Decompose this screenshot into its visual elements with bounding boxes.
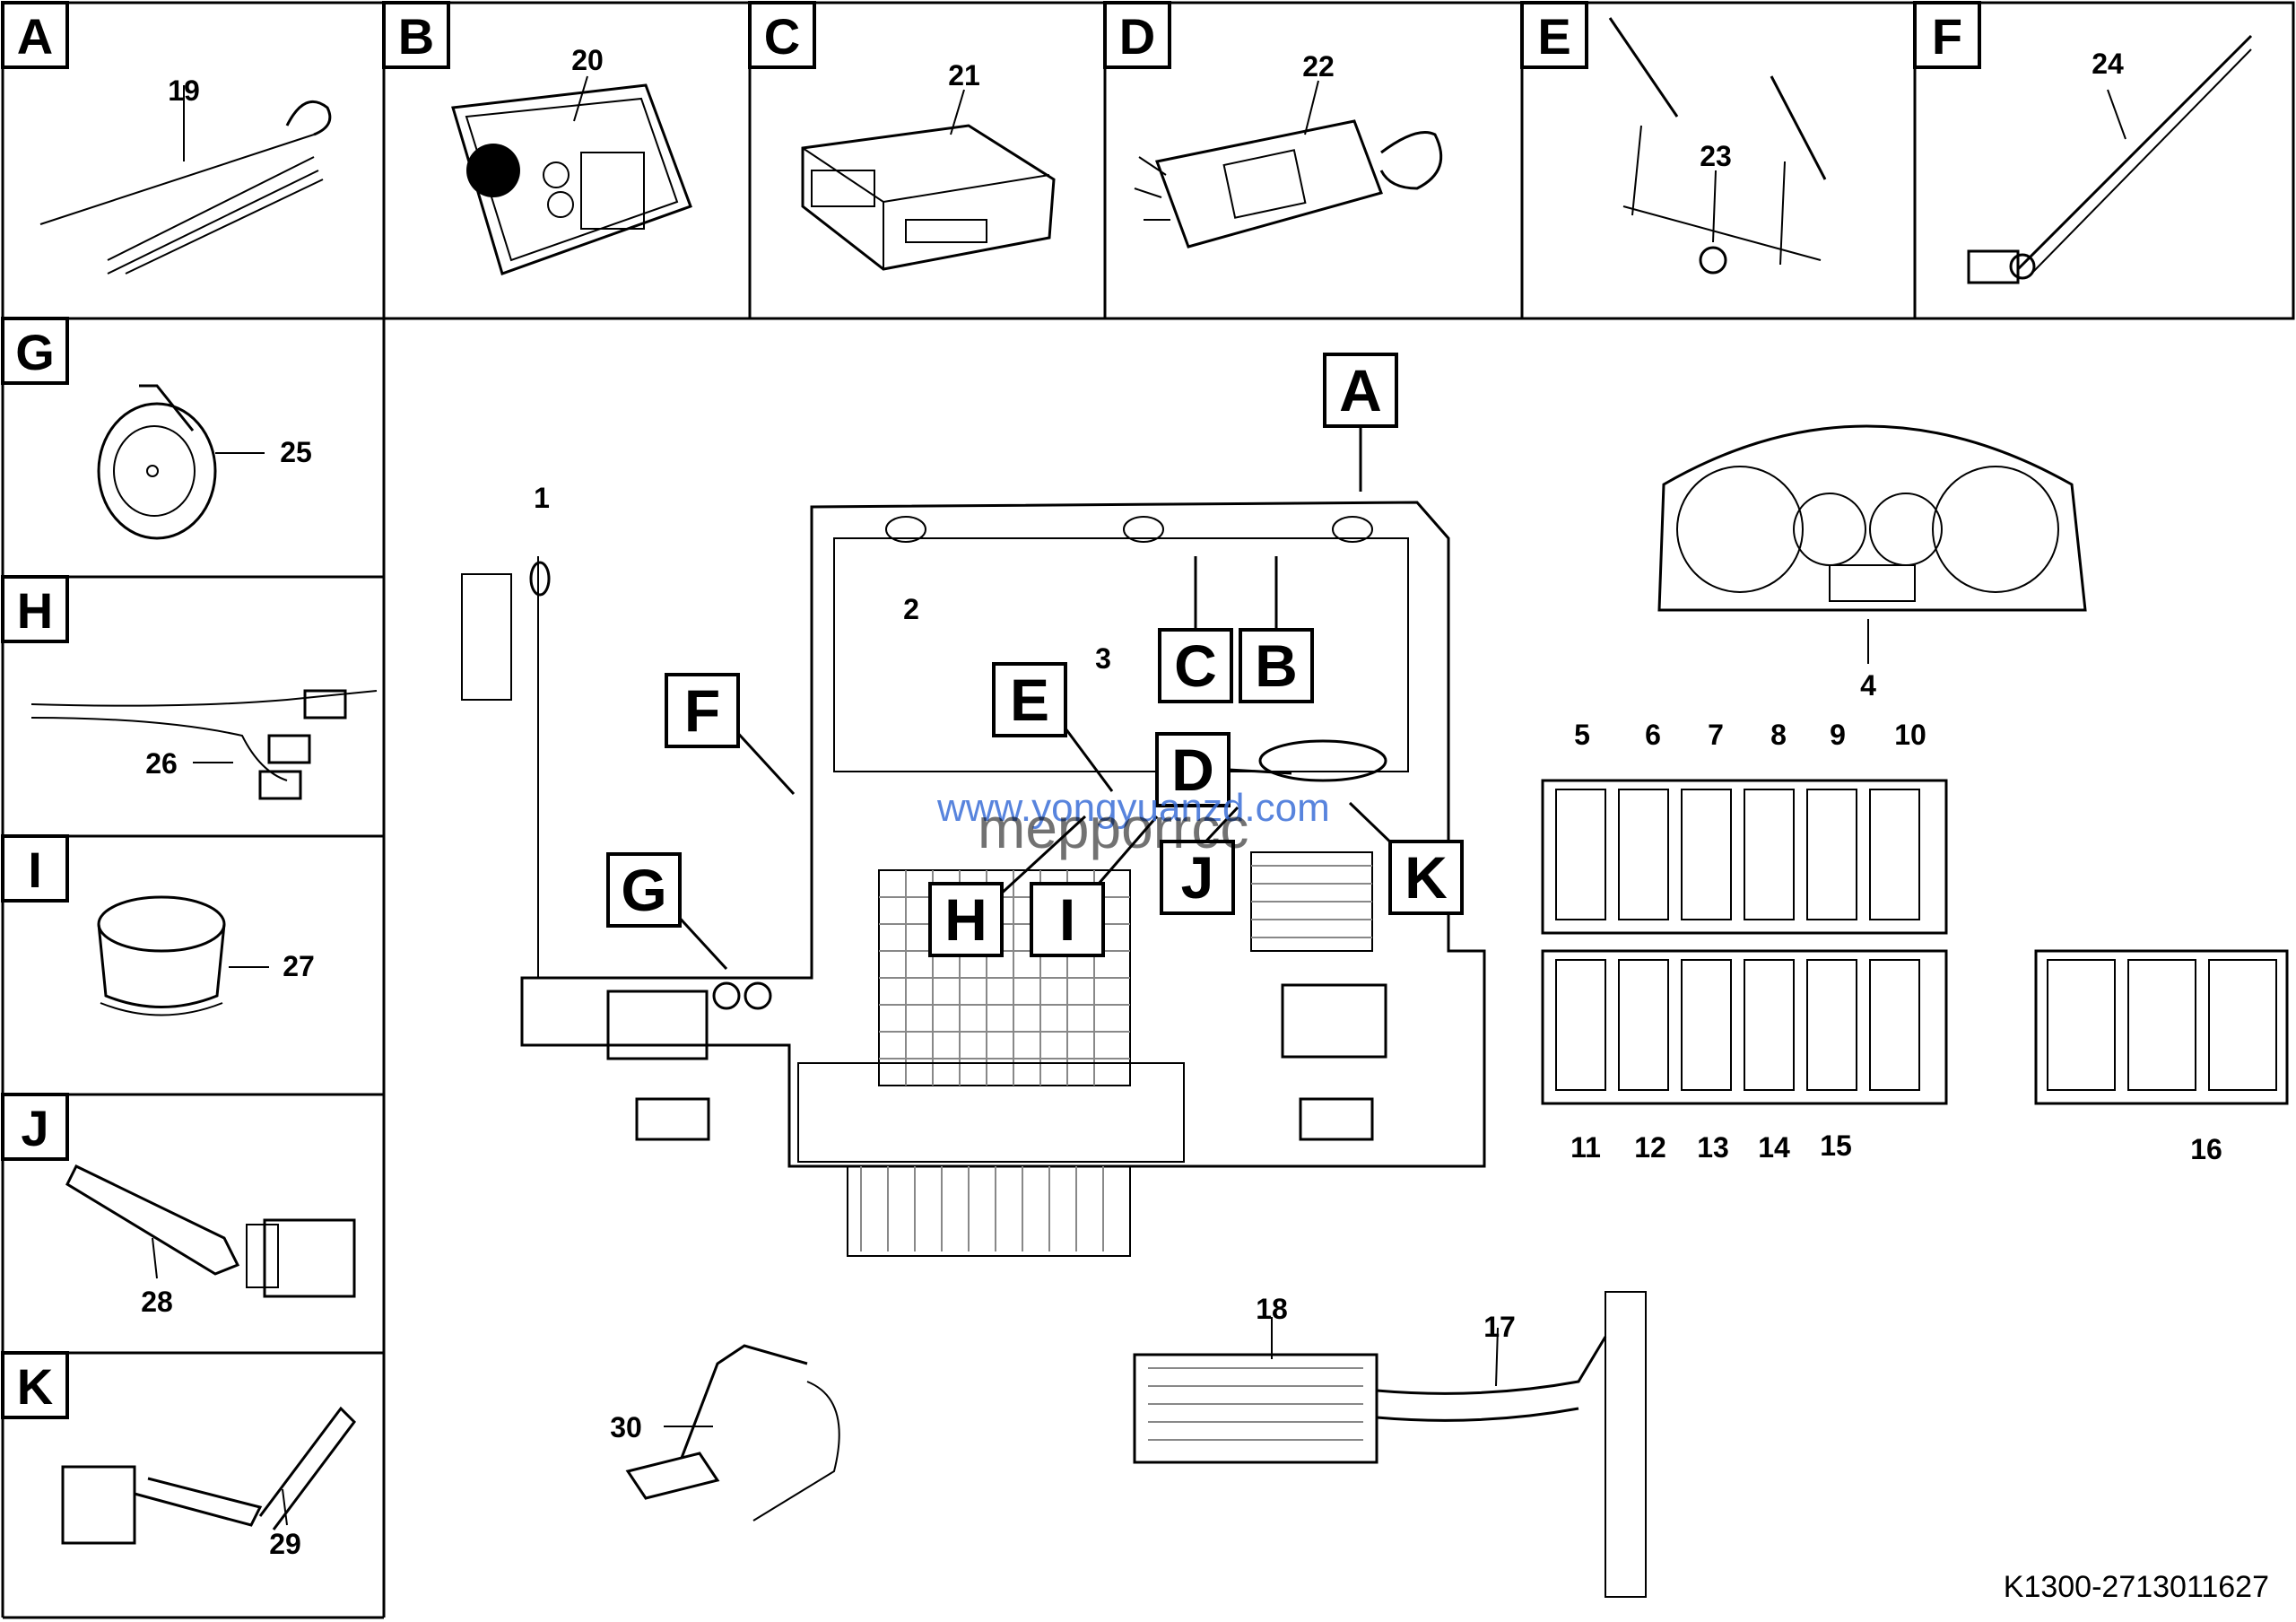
cell-letter-e: E (1520, 1, 1588, 69)
lever-illustration (65, 1164, 356, 1298)
part-number-15: 15 (1820, 1129, 1852, 1162)
svg-text:H: H (17, 582, 53, 639)
callout-h: H (928, 882, 1004, 957)
cell-letter-k: K (1, 1351, 69, 1419)
cell-letter-g: G (1, 317, 69, 385)
part-number-1: 1 (534, 482, 550, 514)
part-number-4: 4 (1860, 669, 1876, 702)
switch-panel-right (2034, 949, 2289, 1105)
ignition-switch-illustration (1134, 80, 1443, 249)
svg-text:G: G (15, 324, 55, 380)
part-number-10: 10 (1894, 719, 1926, 751)
svg-text:D: D (1171, 737, 1214, 803)
svg-text:F: F (684, 677, 720, 744)
part-number-8: 8 (1770, 719, 1787, 751)
part-number-19: 19 (168, 74, 200, 107)
part-number-3: 3 (1095, 642, 1111, 675)
callout-f: F (665, 673, 740, 748)
cell-letter-d: D (1103, 1, 1171, 69)
cell-letter-b: B (382, 1, 450, 69)
part-number-21: 21 (948, 59, 980, 92)
cell-letter-j: J (1, 1093, 69, 1161)
svg-text:E: E (1010, 667, 1049, 733)
callout-j: J (1160, 840, 1235, 915)
control-panel-illustration (451, 75, 692, 275)
wiper-linkage-illustration (1608, 17, 1827, 275)
part-number-9: 9 (1830, 719, 1846, 751)
watermark-brand: mepporrcc (978, 796, 1248, 860)
part-number-22: 22 (1302, 50, 1335, 83)
vehicle-front-view (461, 501, 1486, 1257)
part-number-27: 27 (283, 950, 315, 982)
callout-e: E (992, 662, 1067, 737)
part-number-24: 24 (2092, 48, 2124, 80)
reference-code: K1300-2713011627 (2004, 1570, 2269, 1604)
part-number-13: 13 (1697, 1131, 1729, 1164)
svg-text:J: J (21, 1100, 48, 1156)
fuse-box-harness (1133, 1291, 1647, 1598)
part-number-2: 2 (903, 593, 919, 625)
switch-panel-bottom (1541, 949, 1948, 1105)
part-number-5: 5 (1574, 719, 1590, 751)
radio-illustration (801, 89, 1056, 271)
part-number-14: 14 (1758, 1131, 1790, 1164)
cell-letter-i: I (1, 834, 69, 903)
svg-text:G: G (621, 857, 666, 923)
svg-text:I: I (28, 842, 42, 898)
callout-b: B (1239, 628, 1314, 703)
svg-text:K: K (1405, 844, 1448, 911)
harness-illustration (30, 689, 378, 800)
cable-illustration (39, 85, 332, 275)
part-number-23: 23 (1700, 140, 1732, 172)
callout-d: D (1155, 732, 1231, 807)
callout-i: I (1030, 882, 1105, 957)
svg-text:A: A (17, 8, 53, 65)
svg-text:E: E (1537, 8, 1570, 65)
pedal-illustration (625, 1344, 840, 1522)
cell-letter-a: A (1, 1, 69, 69)
part-number-18: 18 (1256, 1293, 1288, 1325)
svg-text:H: H (944, 886, 987, 953)
joystick-switch-illustration (61, 1406, 356, 1545)
svg-text:C: C (764, 8, 800, 65)
svg-text:J: J (1181, 844, 1214, 911)
part-number-12: 12 (1634, 1131, 1666, 1164)
svg-text:I: I (1059, 886, 1075, 953)
cell-letter-h: H (1, 575, 69, 643)
part-number-7: 7 (1708, 719, 1724, 751)
part-number-29: 29 (269, 1528, 301, 1560)
svg-text:D: D (1119, 8, 1155, 65)
switch-panel-top (1541, 779, 1948, 935)
watermark-url: www.yongyuanzd.com (936, 786, 1330, 830)
part-number-17: 17 (1483, 1311, 1516, 1343)
svg-text:K: K (17, 1358, 53, 1415)
svg-text:B: B (1255, 632, 1298, 699)
callout-a: A (1323, 353, 1398, 428)
wiper-motor-illustration (1967, 34, 2253, 284)
svg-text:B: B (398, 8, 434, 65)
callout-g: G (606, 852, 682, 928)
part-number-6: 6 (1645, 719, 1661, 751)
horn-illustration (97, 384, 265, 540)
svg-text:A: A (1339, 357, 1382, 423)
part-number-26: 26 (145, 747, 178, 780)
cell-letter-f: F (1913, 1, 1981, 69)
callout-k: K (1388, 840, 1464, 915)
callout-c: C (1158, 628, 1233, 703)
svg-text:F: F (1932, 8, 1962, 65)
svg-text:C: C (1174, 632, 1217, 699)
part-number-11: 11 (1570, 1131, 1601, 1164)
instrument-cluster (1657, 424, 2087, 664)
part-number-20: 20 (571, 44, 604, 76)
part-number-16: 16 (2190, 1133, 2222, 1165)
cap-illustration (97, 895, 269, 1016)
cell-letter-c: C (748, 1, 816, 69)
part-number-30: 30 (610, 1411, 642, 1443)
part-number-28: 28 (141, 1286, 173, 1318)
part-number-25: 25 (280, 436, 312, 468)
